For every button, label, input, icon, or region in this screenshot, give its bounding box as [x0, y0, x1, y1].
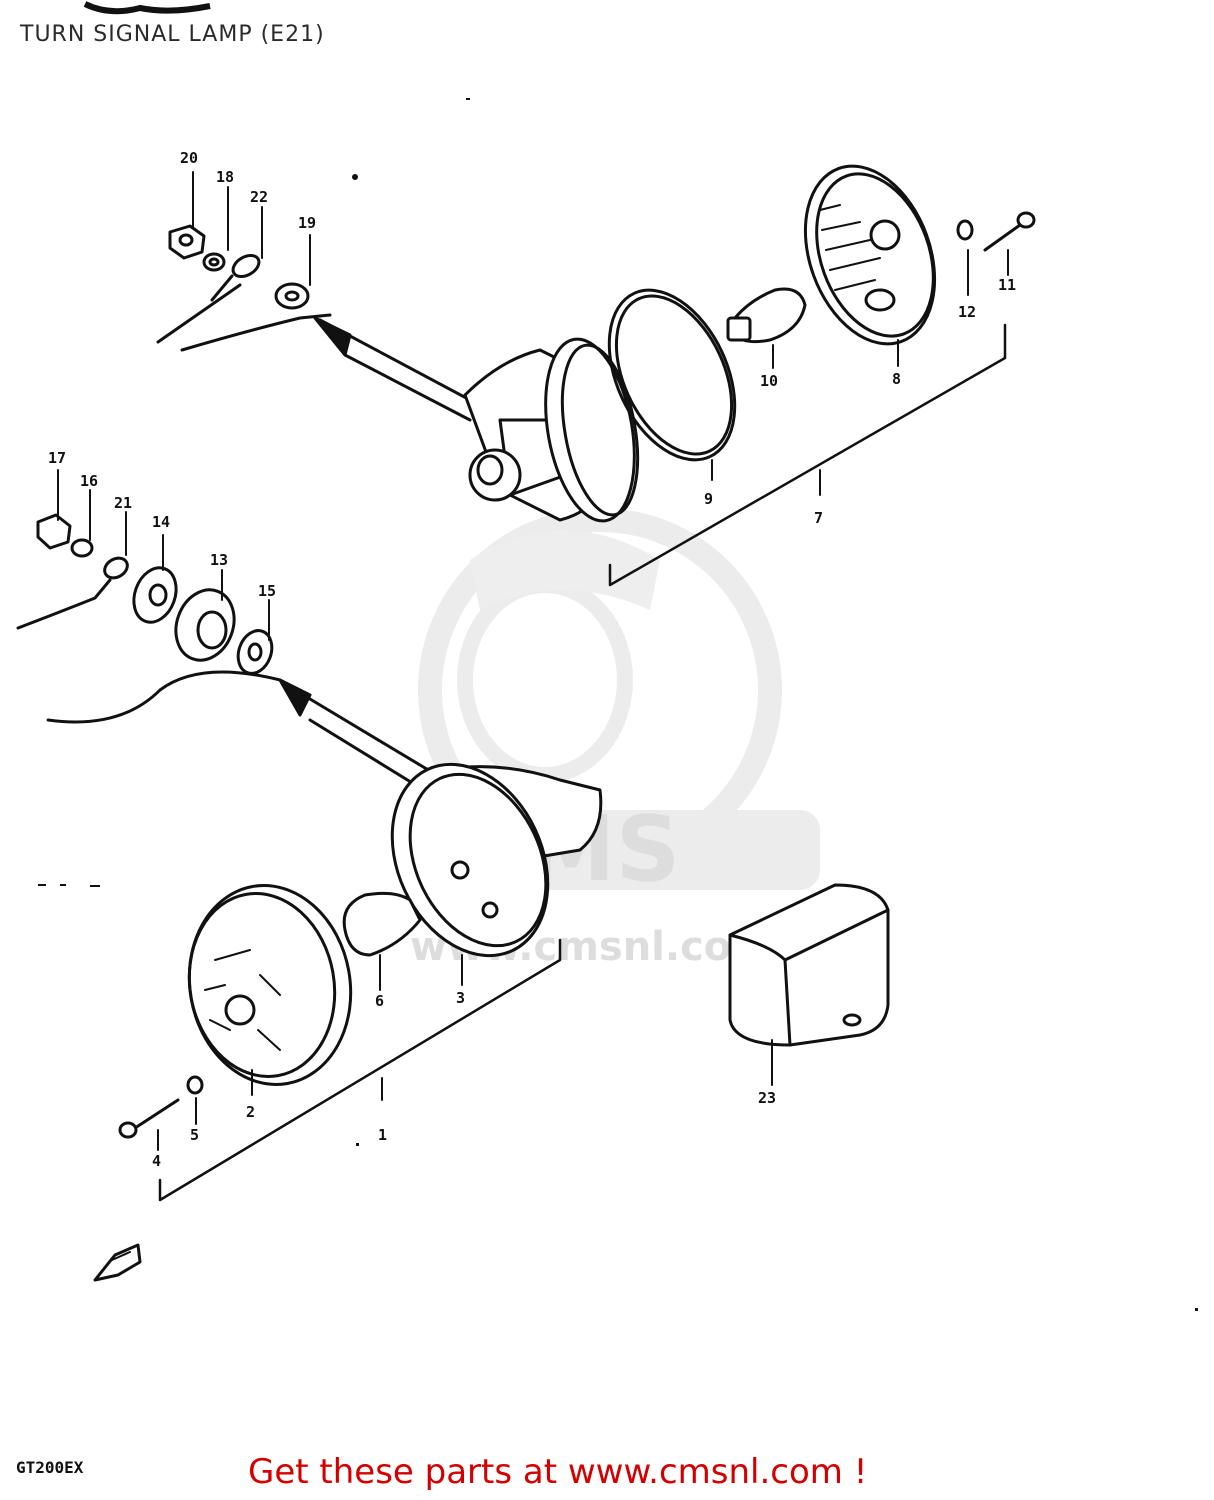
bulb-6 — [342, 891, 422, 957]
relay-23 — [728, 883, 890, 1047]
washer-12 — [956, 219, 974, 241]
callout-16: 16 — [80, 472, 98, 490]
callout-5: 5 — [190, 1126, 199, 1144]
gasket-9 — [607, 288, 737, 462]
washer-18 — [202, 252, 226, 272]
upper-rim — [544, 337, 636, 523]
callout-18: 18 — [216, 168, 234, 186]
callout-1: 1 — [378, 1126, 387, 1144]
screw-11 — [983, 223, 1022, 252]
callout-4: 4 — [152, 1152, 161, 1170]
model-code: GT200EX — [16, 1458, 84, 1477]
top-edge-fragment — [83, 1, 211, 15]
terminal-21 — [103, 556, 129, 580]
callout-21: 21 — [114, 494, 132, 512]
wire-lower-1 — [16, 578, 112, 630]
callout-labels: 1 2 3 4 5 6 7 8 9 10 11 12 13 14 15 16 1… — [48, 149, 1016, 1170]
grommet-13 — [174, 588, 236, 662]
callout-14: 14 — [152, 513, 170, 531]
screw-4 — [133, 1098, 180, 1130]
callout-23: 23 — [758, 1089, 776, 1107]
callout-22: 22 — [250, 188, 268, 206]
washer-5 — [186, 1075, 204, 1095]
callout-20: 20 — [180, 149, 198, 167]
callout-9: 9 — [704, 490, 713, 508]
washer-16 — [70, 538, 94, 558]
nut-20 — [168, 224, 206, 260]
washer-19 — [274, 282, 310, 310]
callout-13: 13 — [210, 551, 228, 569]
stray-marks — [38, 98, 1198, 1311]
wire-upper-2 — [180, 313, 332, 352]
washer-15 — [236, 629, 274, 675]
page-title: TURN SIGNAL LAMP (E21) — [20, 22, 325, 47]
callout-12: 12 — [958, 303, 976, 321]
callout-8: 8 — [892, 370, 901, 388]
bulb-10 — [733, 287, 807, 344]
wire-lower-2 — [46, 670, 282, 724]
callout-6: 6 — [375, 992, 384, 1010]
callout-19: 19 — [298, 214, 316, 232]
callout-11: 11 — [998, 276, 1016, 294]
terminal-22 — [231, 254, 261, 278]
assembly-1-bracket — [158, 938, 562, 1202]
nut-17 — [36, 513, 72, 550]
nut-14 — [132, 566, 178, 624]
callout-3: 3 — [456, 989, 465, 1007]
housing-rim-3 — [390, 762, 550, 958]
callout-10: 10 — [760, 372, 778, 390]
callout-7: 7 — [814, 509, 823, 527]
assembly-7-bracket — [608, 323, 1007, 587]
callout-2: 2 — [246, 1103, 255, 1121]
callout-17: 17 — [48, 449, 66, 467]
direction-arrow — [93, 1243, 142, 1282]
promo-link[interactable]: Get these parts at www.cmsnl.com ! — [248, 1452, 868, 1492]
callout-15: 15 — [258, 582, 276, 600]
wire-upper-1 — [156, 283, 242, 344]
